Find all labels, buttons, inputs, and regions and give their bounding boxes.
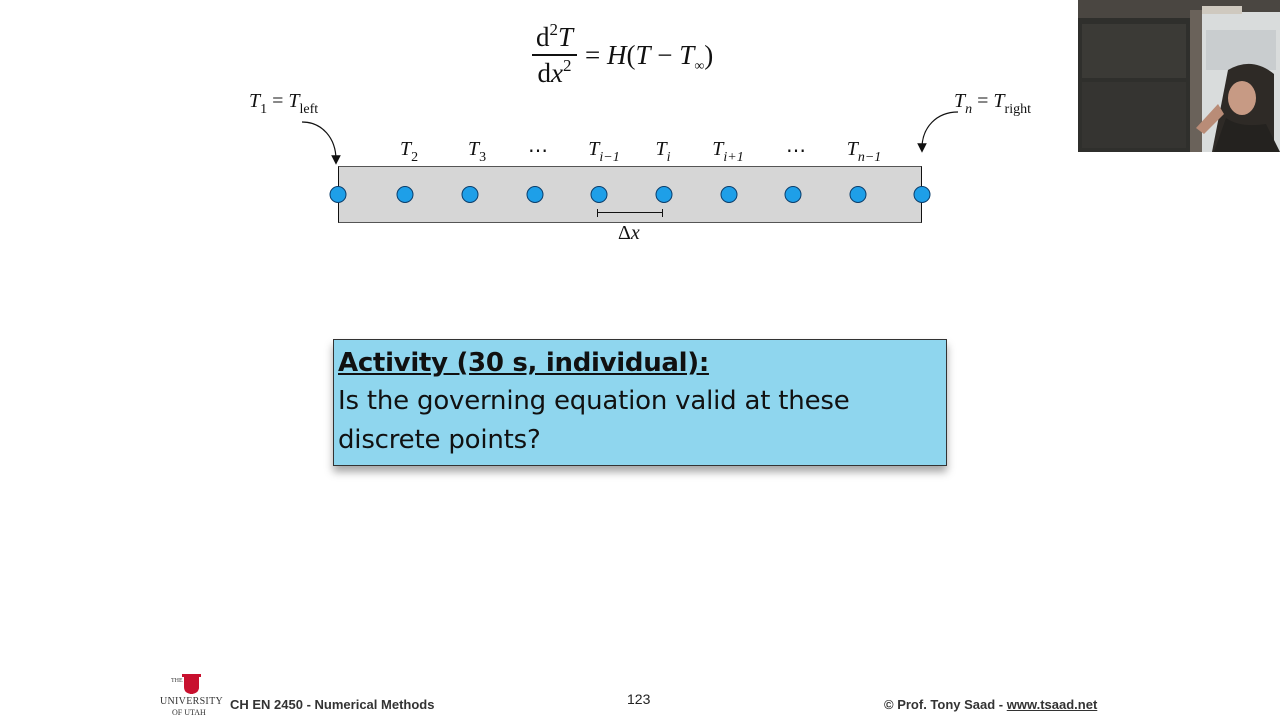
course-name: CH EN 2450 - Numerical Methods <box>230 697 435 712</box>
governing-equation: d2T dx2 = H(T − T∞) <box>532 20 713 90</box>
equation-denominator: dx2 <box>534 56 576 90</box>
university-of-utah-logo: THE UNIVERSITY OF UTAH <box>160 673 228 719</box>
left-bc-rhs-sub: left <box>299 102 319 117</box>
left-bc-eq: = <box>272 90 284 112</box>
node-label-Ti-1: Ti−1 <box>588 138 619 165</box>
node-label-sub: i−1 <box>599 150 620 165</box>
node-label-var: T <box>399 138 412 160</box>
logo-university-text: UNIVERSITY <box>160 696 223 707</box>
rhs-equals: = <box>585 39 601 70</box>
grid-node <box>784 186 802 203</box>
node-label-ellipsis-left: ⋯ <box>528 138 548 163</box>
grid-node <box>720 186 738 203</box>
node-label-sub: 3 <box>479 150 487 165</box>
logo-of-utah-text: OF UTAH <box>172 708 206 717</box>
logo-the-text: THE <box>171 678 183 684</box>
denominator-d: d <box>537 57 552 88</box>
denominator-exponent: 2 <box>563 55 572 75</box>
grid-node <box>461 186 479 203</box>
webcam-scene <box>1078 0 1280 152</box>
equation-fraction: d2T dx2 <box>532 20 578 90</box>
activity-line-1: Is the governing equation valid at these <box>338 386 850 416</box>
numerator-variable: T <box>558 22 574 52</box>
right-bc-rhs-sub: right <box>1004 102 1031 117</box>
node-label-sub: i+1 <box>723 150 744 165</box>
node-label-sub: n−1 <box>857 150 882 165</box>
node-label-ellipsis-right: ⋯ <box>786 138 806 163</box>
ellipsis: ⋯ <box>528 140 548 162</box>
author-credit: © Prof. Tony Saad - www.tsaad.net <box>884 697 1097 712</box>
right-bc-eq: = <box>977 90 989 112</box>
university-of-utah-block-u-icon <box>182 674 201 694</box>
activity-heading: Activity (30 s, individual): <box>338 348 709 378</box>
grid-node <box>329 186 347 203</box>
rhs-minus: − <box>657 39 673 70</box>
node-label-var: T <box>467 138 480 160</box>
rhs-H: H <box>607 39 627 70</box>
node-label-T3: T3 <box>467 138 486 165</box>
node-label-sub: 2 <box>411 150 419 165</box>
right-bc-rhs-var: T <box>993 90 1005 112</box>
activity-box: Activity (30 s, individual): Is the gove… <box>333 339 947 466</box>
node-label-Tn-1: Tn−1 <box>846 138 882 165</box>
node-label-T2: T2 <box>399 138 418 165</box>
rhs-open-paren: ( <box>626 39 636 70</box>
author-website-link[interactable]: www.tsaad.net <box>1006 697 1098 712</box>
spacing-label: Δx <box>618 222 640 245</box>
grid-node <box>590 186 608 203</box>
rhs-infinity-subscript: ∞ <box>694 58 705 74</box>
left-boundary-label: T1 = Tleft <box>249 90 318 117</box>
right-bc-sub: n <box>965 102 973 117</box>
node-label-Ti: Ti <box>655 138 670 165</box>
delta-symbol: Δ <box>618 222 631 244</box>
activity-line-2: discrete points? <box>338 425 541 455</box>
right-boundary-label: Tn = Tright <box>954 90 1031 117</box>
fraction-bar <box>532 54 578 56</box>
right-boundary-arrow <box>917 111 959 153</box>
numerator-d: d <box>536 22 550 52</box>
node-label-Ti+1: Ti+1 <box>712 138 743 165</box>
spacing-variable: x <box>630 222 640 244</box>
equation-rhs: = H(T − T∞) <box>585 38 714 74</box>
right-bc-var: T <box>954 90 966 112</box>
ellipsis: ⋯ <box>786 140 806 162</box>
numerator-exponent: 2 <box>549 20 559 39</box>
left-bc-rhs-var: T <box>288 90 300 112</box>
page-number: 123 <box>627 691 651 707</box>
grid-node <box>849 186 867 203</box>
node-label-var: T <box>655 138 667 160</box>
node-label-var: T <box>712 138 724 160</box>
presenter-webcam <box>1078 0 1280 152</box>
grid-node <box>526 186 544 203</box>
rod <box>338 166 922 223</box>
equation-numerator: d2T <box>532 20 577 54</box>
grid-node <box>655 186 673 203</box>
spacing-bracket <box>597 209 663 217</box>
grid-node <box>396 186 414 203</box>
denominator-variable: x <box>551 57 563 88</box>
left-bc-sub: 1 <box>260 102 268 117</box>
grid-node <box>913 186 931 203</box>
left-bc-var: T <box>249 90 261 112</box>
rhs-close-paren: ) <box>704 39 714 70</box>
left-boundary-arrow <box>301 121 341 165</box>
node-label-var: T <box>846 138 858 160</box>
rhs-T: T <box>635 39 651 70</box>
node-label-sub: i <box>666 150 671 165</box>
node-label-var: T <box>588 138 600 160</box>
rhs-T-infinity: T <box>679 39 695 70</box>
credit-text: © Prof. Tony Saad - <box>884 697 1007 712</box>
